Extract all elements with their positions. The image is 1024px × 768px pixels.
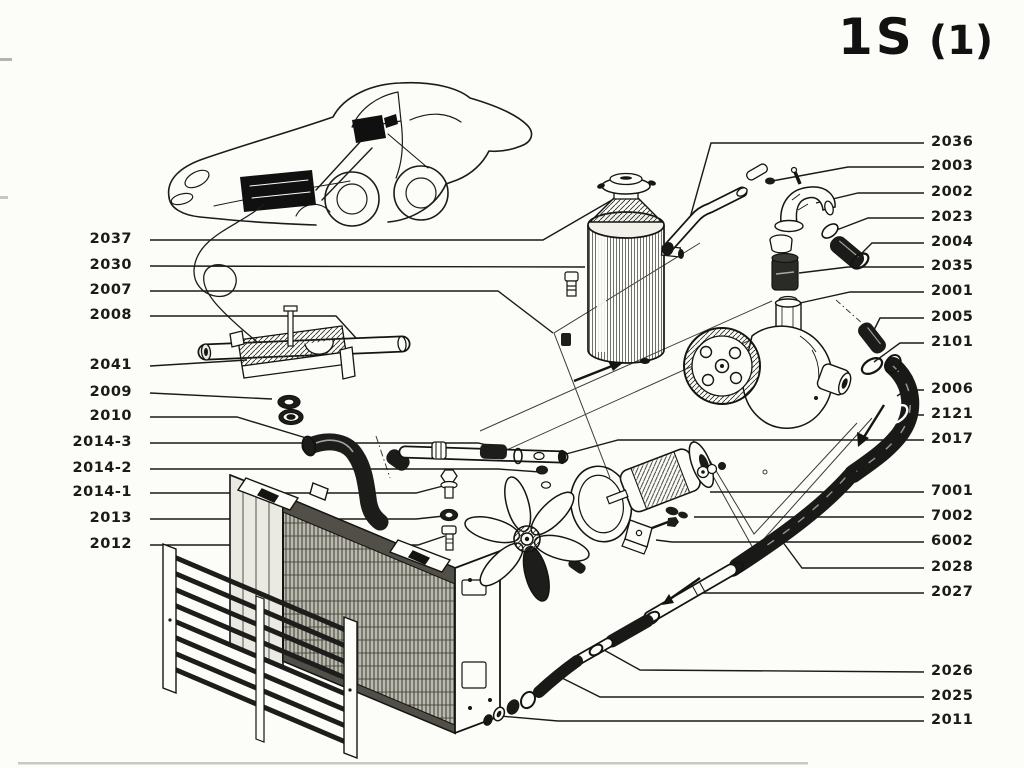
part-label-2012: 2012: [89, 536, 132, 552]
part-label-2121: 2121: [931, 406, 974, 422]
filler-cap: [597, 172, 656, 195]
plate-sheet-number: (1): [928, 18, 994, 64]
part-label-2007: 2007: [89, 282, 132, 298]
part-label-6002: 6002: [931, 533, 974, 549]
part-label-2026: 2026: [931, 663, 974, 679]
part-label-2014-1: 2014-1: [72, 484, 132, 500]
bypass-cup: [769, 234, 793, 254]
part-label-2014-2: 2014-2: [72, 460, 132, 476]
part-label-2036: 2036: [931, 134, 974, 150]
car-radiator-highlight: [240, 170, 316, 212]
part-label-2025: 2025: [931, 688, 974, 704]
part-label-7001: 7001: [931, 483, 974, 499]
motor-spacers: [665, 506, 688, 519]
flow-arrows: [573, 361, 886, 605]
part-label-2041: 2041: [89, 357, 132, 373]
part-label-2028: 2028: [931, 559, 974, 575]
part-label-2001: 2001: [931, 283, 974, 299]
part-label-2002: 2002: [931, 184, 974, 200]
cooling-fan: [464, 476, 590, 602]
bottom-hose-run: [492, 468, 858, 722]
plate-code: 1S: [838, 8, 915, 66]
part-label-2035: 2035: [931, 258, 974, 274]
part-label-2030: 2030: [89, 257, 132, 273]
radiator: [229, 473, 501, 735]
thermostat-outlet: [746, 163, 836, 233]
part-label-2011: 2011: [931, 712, 974, 728]
part-label-2008: 2008: [89, 307, 132, 323]
part-label-2014-3: 2014-3: [72, 434, 132, 450]
outlet-pin: [746, 163, 775, 185]
part-label-2037: 2037: [89, 231, 132, 247]
radiator-mounting-brackets: [236, 477, 452, 573]
flow-loop-line: [193, 203, 265, 348]
motor-bracket: [621, 517, 679, 555]
part-label-2009: 2009: [89, 384, 132, 400]
part-label-2023: 2023: [931, 209, 974, 225]
pump-pulley: [683, 327, 761, 405]
expansion-tank: [561, 172, 684, 364]
part-label-2027: 2027: [931, 584, 974, 600]
mounting-hardware: [439, 451, 586, 574]
right-s-hose: [844, 354, 920, 483]
part-label-2017: 2017: [931, 431, 974, 447]
page-scan-marks: [0, 58, 808, 765]
upper-right-hose-fittings: [769, 223, 886, 375]
part-label-2013: 2013: [89, 510, 132, 526]
part-label-2006: 2006: [931, 381, 974, 397]
part-label-2101: 2101: [931, 334, 974, 350]
pipe-bracket: [229, 305, 356, 380]
grommets: [277, 394, 304, 426]
car-sketch: [167, 81, 533, 227]
plate-title: 1S (1): [838, 8, 993, 66]
tank-bolt: [564, 271, 579, 297]
part-label-2010: 2010: [89, 408, 132, 424]
fan-motor: [605, 441, 726, 555]
top-pipe: [662, 186, 748, 256]
radiator-grille: [162, 542, 358, 760]
hose-elbow: [301, 433, 410, 531]
water-pump: [683, 295, 852, 429]
radiator-right-tank: [454, 549, 501, 735]
part-label-2004: 2004: [931, 234, 974, 250]
heater-pipe-and-bracket: [197, 305, 411, 380]
car-header-tank-highlight: [352, 114, 398, 143]
bypass-hose: [771, 252, 799, 291]
part-label-2003: 2003: [931, 158, 974, 174]
pump-snout: [816, 363, 852, 396]
part-label-7002: 7002: [931, 508, 974, 524]
part-label-2005: 2005: [931, 309, 974, 325]
